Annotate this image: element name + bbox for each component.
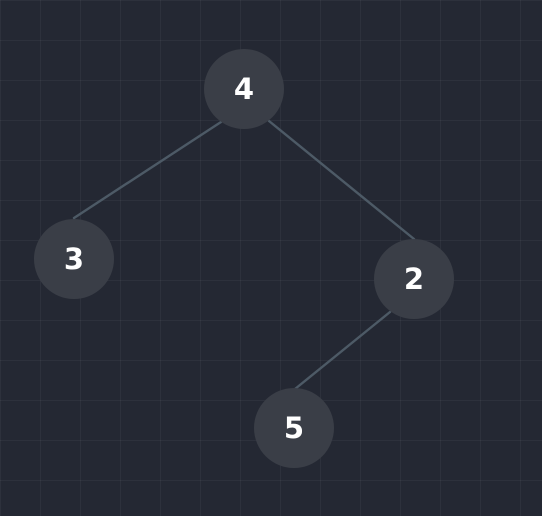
tree-node-label: 5	[283, 410, 305, 445]
tree-node-label: 2	[403, 261, 425, 296]
tree-node-3[interactable]: 3	[34, 219, 114, 299]
edge-2-5	[293, 310, 392, 391]
tree-node-label: 3	[63, 241, 85, 276]
edge-4-2	[267, 119, 416, 241]
tree-node-label: 4	[233, 71, 255, 106]
edge-4-3	[72, 120, 223, 220]
tree-node-4[interactable]: 4	[204, 49, 284, 129]
tree-node-5[interactable]: 5	[254, 388, 334, 468]
tree-node-2[interactable]: 2	[374, 239, 454, 319]
